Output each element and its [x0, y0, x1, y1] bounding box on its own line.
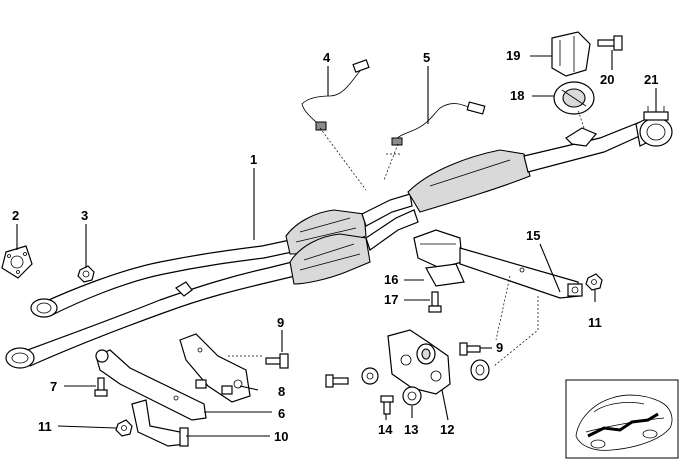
callout-labels: 1 2 3 4 5 6 7 8 9 9 10 11 11 12 13 14 15…	[12, 48, 658, 444]
callout-21: 21	[644, 72, 658, 87]
callout-6: 6	[278, 406, 285, 421]
bolt-part-20[interactable]	[597, 35, 623, 51]
bolt-left-mount[interactable]	[325, 374, 349, 388]
leader-lines	[16, 50, 657, 437]
spacer-part-13[interactable]	[402, 386, 422, 406]
car-outline-icon	[575, 394, 673, 451]
exhaust-highlight	[587, 412, 659, 438]
nut-part-11-left[interactable]	[115, 419, 133, 437]
bracket-part-8[interactable]	[179, 333, 251, 403]
y-pipe-section[interactable]	[361, 193, 419, 251]
bolt-part-17[interactable]	[428, 291, 442, 313]
callout-15: 15	[526, 228, 540, 243]
callout-1: 1	[250, 152, 257, 167]
rubber-mount-part-18[interactable]	[553, 81, 595, 115]
oxygen-sensor-downstream[interactable]	[391, 101, 486, 146]
callout-18: 18	[510, 88, 524, 103]
pipe-clamp-part-21[interactable]	[639, 106, 673, 147]
bolt-part-14[interactable]	[380, 395, 394, 415]
nut-part-3[interactable]	[77, 265, 95, 283]
bolt-part-7[interactable]	[94, 377, 108, 397]
support-strap-part-15[interactable]	[459, 247, 583, 299]
bracket-part-10[interactable]	[131, 399, 189, 447]
callout-19: 19	[506, 48, 520, 63]
oxygen-sensor-upstream[interactable]	[301, 59, 370, 131]
callout-11-left: 11	[38, 419, 52, 434]
callout-14: 14	[378, 422, 393, 437]
center-muffler[interactable]	[407, 121, 645, 213]
callout-20: 20	[600, 72, 614, 87]
callout-9-right: 9	[496, 340, 503, 355]
callout-3: 3	[81, 208, 88, 223]
gasket-part-2[interactable]	[1, 245, 33, 279]
callout-17: 17	[384, 292, 398, 307]
callout-13: 13	[404, 422, 418, 437]
bolt-part-9-mid[interactable]	[459, 342, 481, 356]
callout-4: 4	[323, 50, 331, 65]
bushing-pair-right[interactable]	[361, 359, 490, 385]
callout-5: 5	[423, 50, 430, 65]
bracket-part-16[interactable]	[413, 229, 465, 287]
catalytic-converter-lower[interactable]	[289, 233, 371, 285]
mount-plate-part-12[interactable]	[387, 329, 451, 395]
callout-12: 12	[440, 422, 454, 437]
nut-part-11-right[interactable]	[585, 273, 603, 291]
callout-9-left: 9	[277, 315, 284, 330]
callout-11-right: 11	[588, 315, 602, 330]
callout-8: 8	[278, 384, 285, 399]
inset-frame	[565, 379, 679, 459]
holder-part-19[interactable]	[551, 31, 591, 77]
bolt-part-9-left[interactable]	[265, 353, 289, 369]
hanger-bracket	[565, 127, 597, 147]
callout-16: 16	[384, 272, 398, 287]
hanger-part-6[interactable]	[95, 349, 233, 421]
reference-lines	[228, 109, 585, 367]
callout-2: 2	[12, 208, 19, 223]
front-pipe-assembly[interactable]	[5, 239, 296, 369]
callout-7: 7	[50, 379, 57, 394]
vehicle-location-inset	[565, 379, 679, 459]
rubber-bushing-part-9-right[interactable]	[416, 343, 436, 365]
callout-10: 10	[274, 429, 288, 444]
